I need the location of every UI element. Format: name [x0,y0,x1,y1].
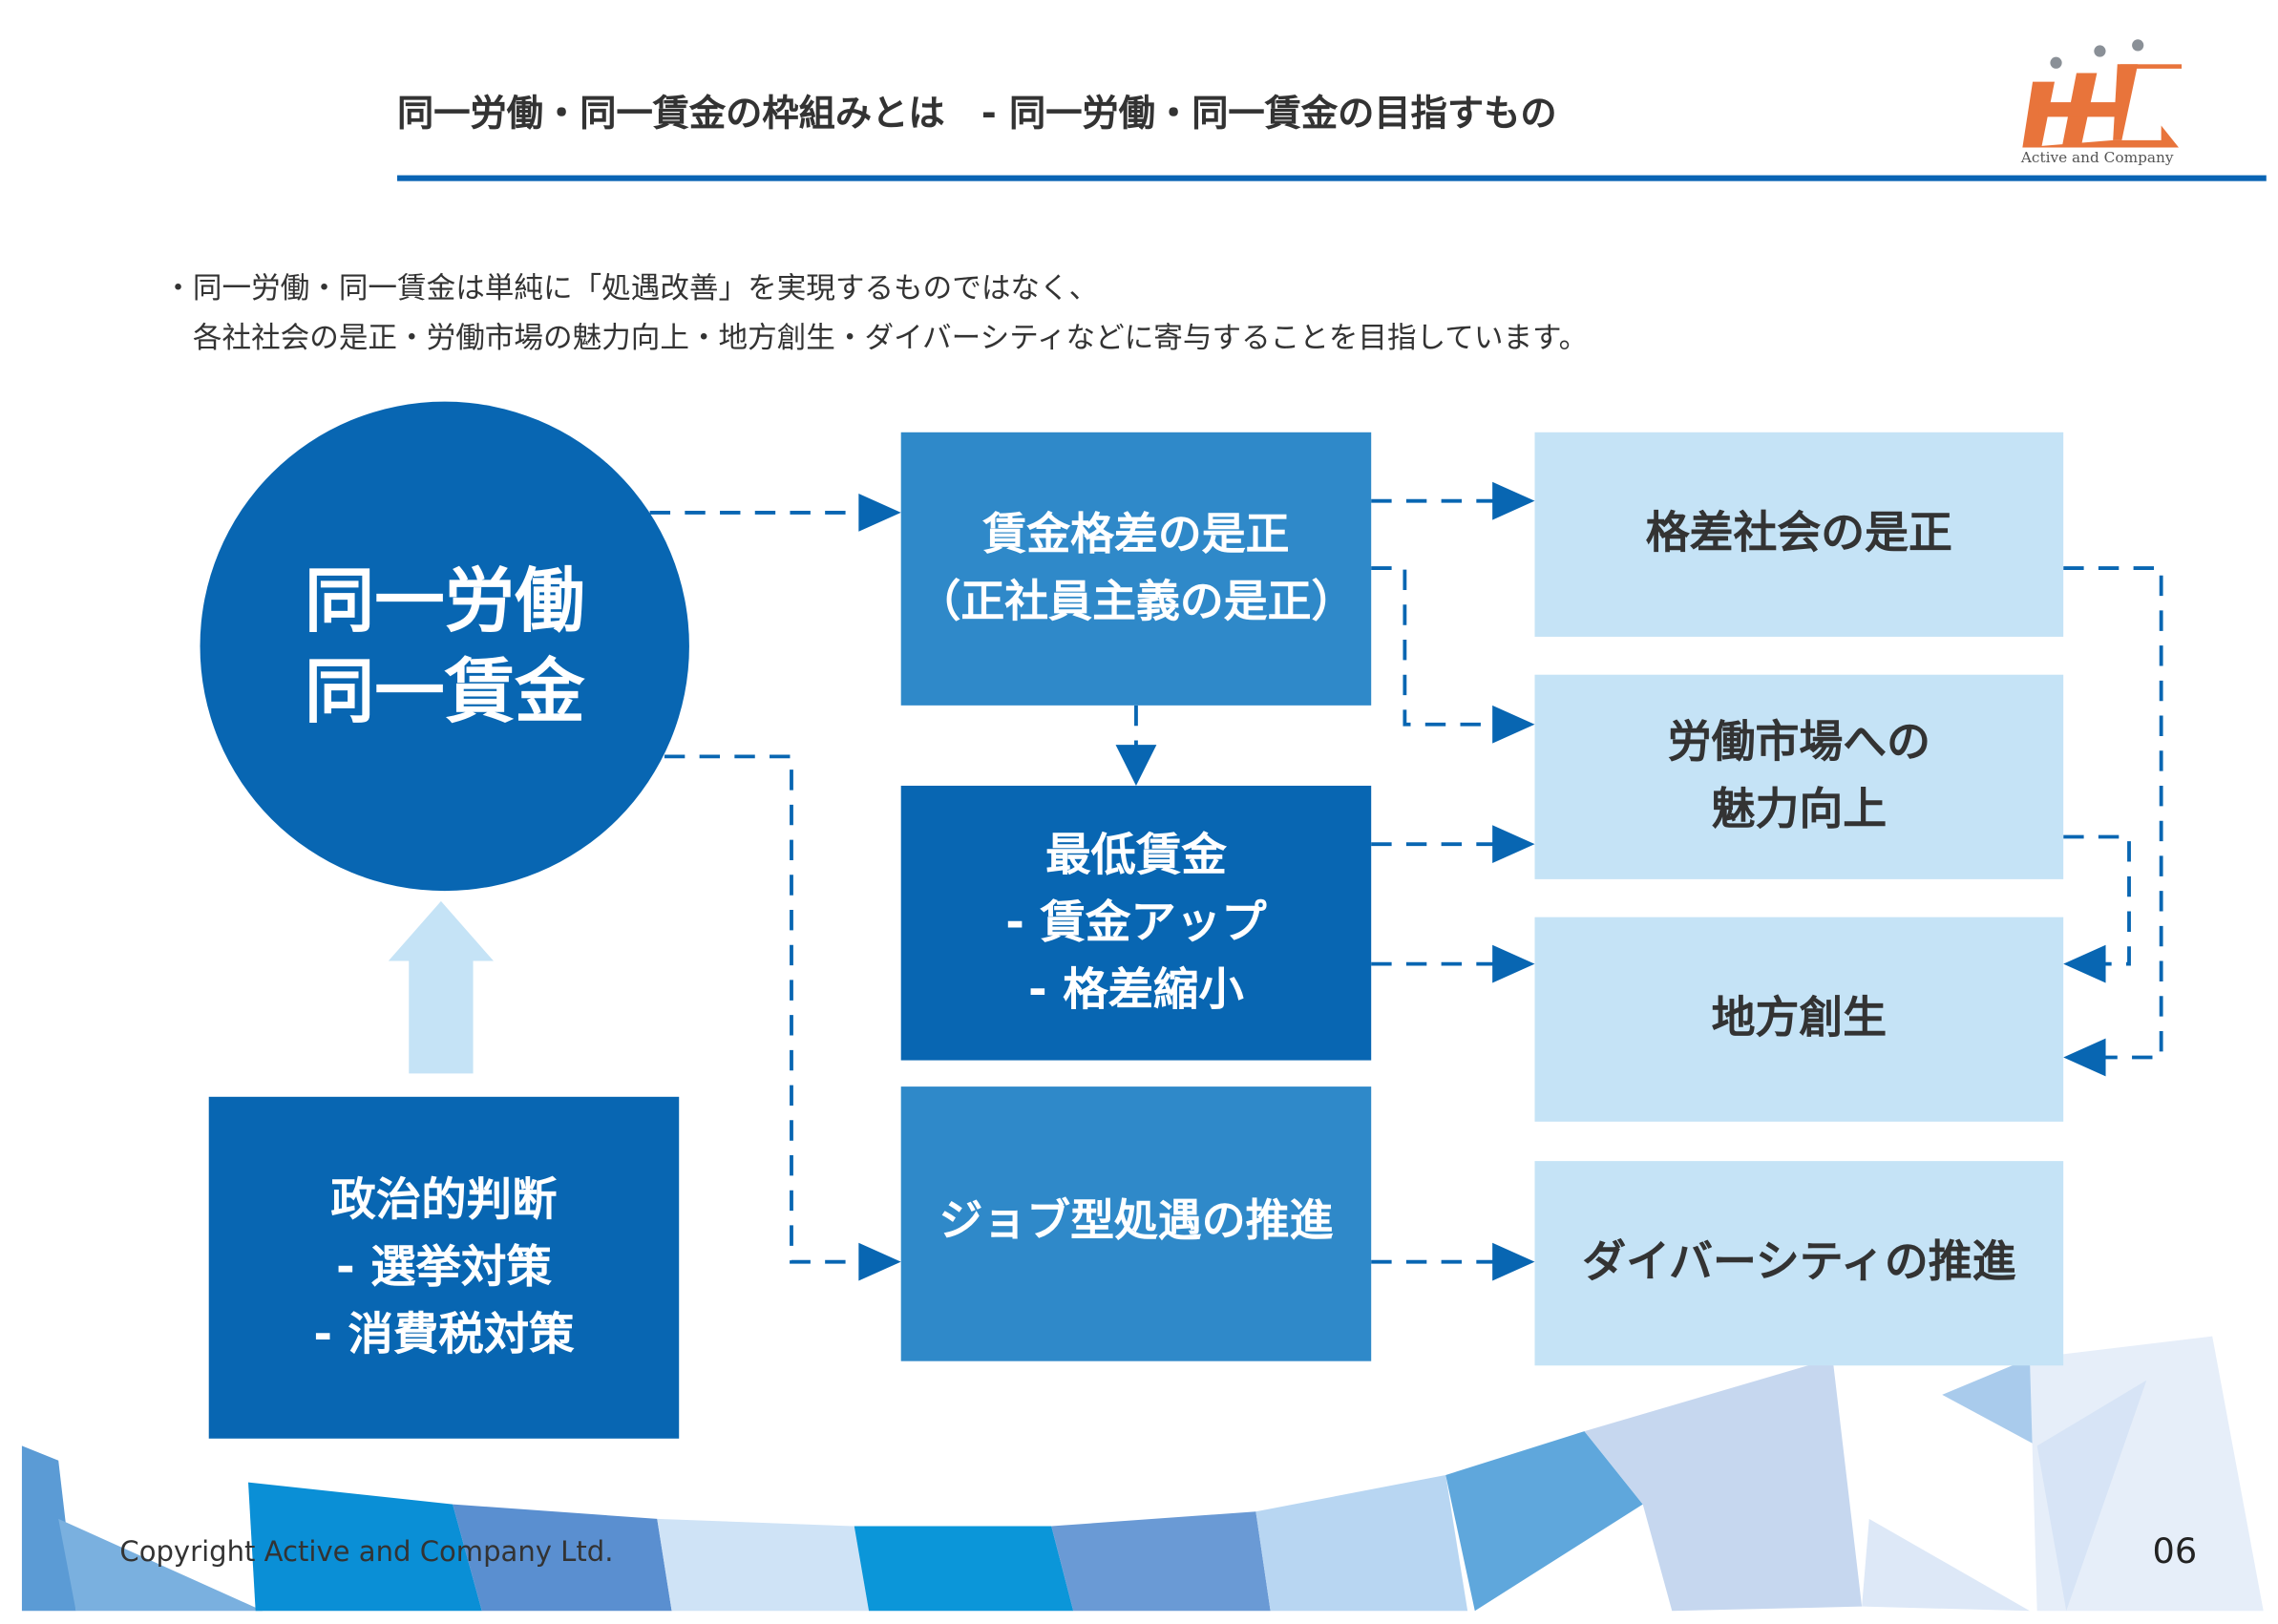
box-line: 地方創生 [1711,993,1888,1044]
lead-line: 各社社会の是正・労働市場の魅力向上・地方創生・ダイバーシティなどに寄与することを… [163,320,1589,355]
logo-text: Active and Company [2020,150,2174,167]
lead-line: ・同一労働・同一賃金は単純に「処遇改善」を実現するものではなく、 [163,269,1099,306]
outcome-box: ダイバーシティの推進 [1534,1161,2064,1366]
box-line: 政治的判断 [330,1173,558,1227]
up-arrow-icon [388,900,494,1074]
copyright: Copyright Active and Company Ltd. [119,1536,614,1569]
lead-text: ・同一労働・同一賃金は単純に「処遇改善」を実現するものではなく、 各社社会の是正… [163,263,1588,362]
box-line: ダイバーシティの推進 [1582,1236,2016,1289]
box-line: 格差社会の是正 [1645,508,1952,559]
circle-line: 同一労働 [304,559,585,643]
box-line: ジョブ型処遇の推進 [939,1195,1334,1248]
box-line: - 格差縮小 [1028,963,1244,1017]
box-line: （正社員主義の是正） [917,576,1356,628]
company-logo [2022,39,2183,148]
outcome-box: 労働市場への 魅力向上 [1534,674,2064,879]
box-line: - 消費税対策 [313,1308,575,1361]
center-circle: 同一労働 同一賃金 [200,401,689,892]
job-based-box: ジョブ型処遇の推進 [900,1086,1372,1361]
box-line: 最低賃金 [1045,829,1227,882]
driver-box: 政治的判断 - 選挙対策 - 消費税対策 [208,1096,680,1439]
page-number: 06 [2152,1530,2198,1571]
box-line: 魅力向上 [1711,784,1888,835]
title-divider [397,175,2267,181]
box-line: 労働市場への [1667,717,1930,769]
outcome-box: 地方創生 [1534,917,2064,1122]
box-line: - 選挙対策 [336,1241,552,1295]
page-title: 同一労働・同一賃金の枠組みとは - 同一労働・同一賃金の目指すもの [397,92,1557,135]
box-line: - 賃金アップ [1005,896,1267,950]
circle-line: 同一賃金 [304,650,585,733]
outcome-box: 格差社会の是正 [1534,432,2064,637]
minimum-wage-box: 最低賃金 - 賃金アップ - 格差縮小 [900,785,1372,1061]
box-line: 賃金格差の是正 [982,509,1290,560]
wage-gap-box: 賃金格差の是正 （正社員主義の是正） [900,432,1372,706]
